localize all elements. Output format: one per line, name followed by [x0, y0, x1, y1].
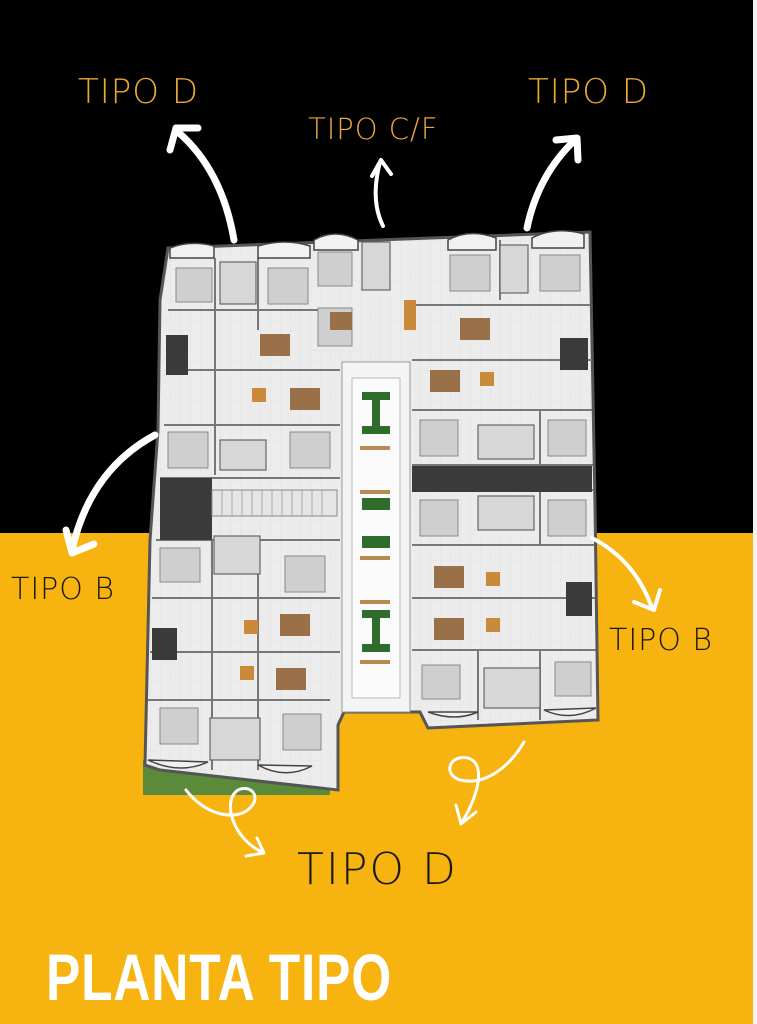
arrow-icon	[62, 431, 159, 557]
furniture	[159, 251, 592, 751]
bathrooms	[209, 241, 541, 761]
arrow-icon	[590, 536, 662, 612]
balconies	[147, 230, 597, 774]
arrow-icon	[166, 124, 238, 244]
arrow-icon	[370, 158, 393, 228]
label-top-center: TIPO C/F	[308, 112, 439, 146]
planters	[362, 392, 390, 652]
label-top-left: TIPO D	[78, 72, 200, 112]
arrow-icon	[184, 787, 266, 858]
arrow-icon	[448, 740, 526, 826]
label-right: TIPO B	[609, 623, 714, 658]
dining-tables	[240, 300, 500, 680]
service-strips	[152, 335, 592, 660]
label-left: TIPO B	[11, 572, 116, 607]
page-title: PLANTA TIPO	[46, 940, 393, 1014]
stair-block	[211, 489, 338, 517]
page-edge	[753, 0, 757, 1024]
rugs	[260, 312, 490, 690]
label-bottom: TIPO D	[297, 844, 458, 895]
label-top-right: TIPO D	[528, 72, 650, 112]
unit-walls-left	[148, 258, 340, 770]
arrow-icon	[523, 134, 582, 232]
